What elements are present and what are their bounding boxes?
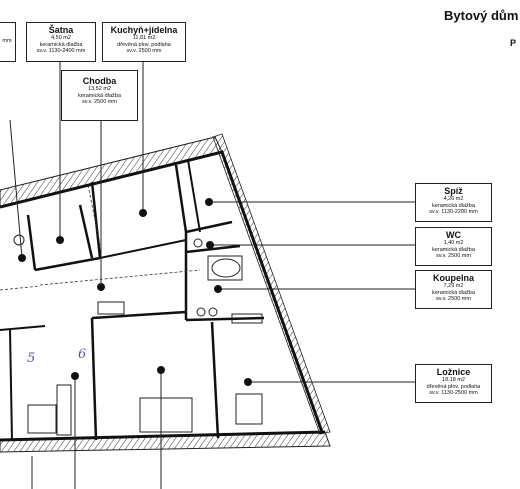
bed-left: [27, 404, 57, 434]
bathtub-frame: [207, 255, 243, 281]
room-label-wc: WC 1,40 m2 keramická dlažba sv.v. 2500 m…: [415, 227, 492, 266]
room-label-satna: Šatna 4,50 m2 keramická dlažba sv.v. 113…: [26, 22, 96, 62]
room-left-height: mm: [2, 38, 12, 44]
room-kuchyn-name: Kuchyň+jídelna: [110, 25, 178, 35]
leader-lines: [9, 62, 415, 489]
room-chodba-height: sv.v. 2500 mm: [82, 98, 117, 105]
marker-satna: [56, 236, 64, 244]
bathtub: [211, 258, 241, 278]
counter-2: [231, 313, 263, 324]
sink-1: [196, 307, 206, 317]
toilet: [13, 234, 25, 246]
marker-room-left: [71, 372, 79, 380]
room-chodba-name: Chodba: [82, 76, 117, 86]
room-satna-height: sv.v. 1130-2400 mm: [36, 47, 86, 54]
room-label-spiz: Spíž 4,26 m2 keramická dlažba sv.v. 1130…: [415, 183, 492, 222]
handwritten-5: 5: [27, 351, 35, 366]
room-wc-name: WC: [446, 230, 461, 240]
marker-wc: [206, 241, 214, 249]
fixtures: [13, 234, 263, 436]
project-subtitle: P: [510, 38, 517, 48]
handwritten-6: 6: [78, 347, 86, 362]
roof-hatch-top: [0, 136, 223, 208]
marker-chodba: [97, 283, 105, 291]
room-loznice-area: 18,18 m2: [442, 377, 465, 384]
bed-middle: [139, 397, 193, 433]
marker-room-middle: [157, 366, 165, 374]
room-label-chodba: Chodba 13,52 m2 keramická dlažba sv.v. 2…: [61, 70, 138, 121]
marker-kuchyn: [139, 209, 147, 217]
project-title: Bytový dům: [444, 8, 519, 23]
room-kuchyn-height: sv.v. 2500 mm: [126, 47, 162, 54]
room-loznice-finish: dřevěná plov. podlaha: [426, 383, 481, 390]
room-wc-height: sv.v. 2500 mm: [436, 252, 471, 259]
room-koupelna-finish: keramická dlažba: [432, 289, 475, 296]
room-wc-area: 1,40 m2: [443, 240, 464, 247]
room-label-kuchyn: Kuchyň+jídelna 11,81 m2 dřevěná plov. po…: [102, 22, 186, 62]
marker-left: [18, 254, 26, 262]
bed-right: [235, 393, 263, 425]
walls: [0, 150, 326, 442]
room-loznice-height: sv.v. 1130-2500 mm: [429, 389, 478, 396]
room-koupelna-name: Koupelna: [432, 273, 474, 283]
stair: [56, 384, 72, 436]
marker-loznice: [244, 378, 252, 386]
room-wc-finish: keramická dlažba: [432, 246, 475, 253]
wc-toilet: [193, 238, 203, 248]
sink-2: [208, 307, 218, 317]
room-loznice-name: Ložnice: [436, 367, 471, 377]
room-chodba-finish: keramická dlažba: [78, 92, 121, 99]
room-kuchyn-finish: dřevěná plov. podlaha: [117, 41, 171, 48]
room-spiz-area: 4,26 m2: [443, 196, 464, 203]
room-spiz-finish: keramická dlažba: [432, 202, 475, 209]
kitchen-counter: [97, 301, 125, 315]
marker-spiz: [205, 198, 213, 206]
room-satna-area: 4,50 m2: [51, 35, 71, 42]
room-kuchyn-area: 11,81 m2: [132, 35, 156, 42]
room-spiz-height: sv.v. 1130-2200 mm: [429, 208, 478, 215]
room-label-koupelna: Koupelna 7,29 m2 keramická dlažba sv.v. …: [415, 270, 492, 309]
room-chodba-area: 13,52 m2: [88, 86, 111, 93]
marker-koupelna: [214, 285, 222, 293]
room-satna-finish: keramická dlažba: [39, 41, 83, 48]
room-koupelna-area: 7,29 m2: [443, 283, 464, 290]
room-spiz-name: Spíž: [444, 186, 463, 196]
room-label-left: mm: [0, 22, 16, 62]
room-label-loznice: Ložnice 18,18 m2 dřevěná plov. podlaha s…: [415, 364, 492, 403]
room-markers: [18, 198, 252, 386]
dashed-lines: [0, 184, 201, 291]
room-satna-name: Šatna: [48, 25, 74, 35]
room-koupelna-height: sv.v. 2500 mm: [436, 295, 471, 302]
